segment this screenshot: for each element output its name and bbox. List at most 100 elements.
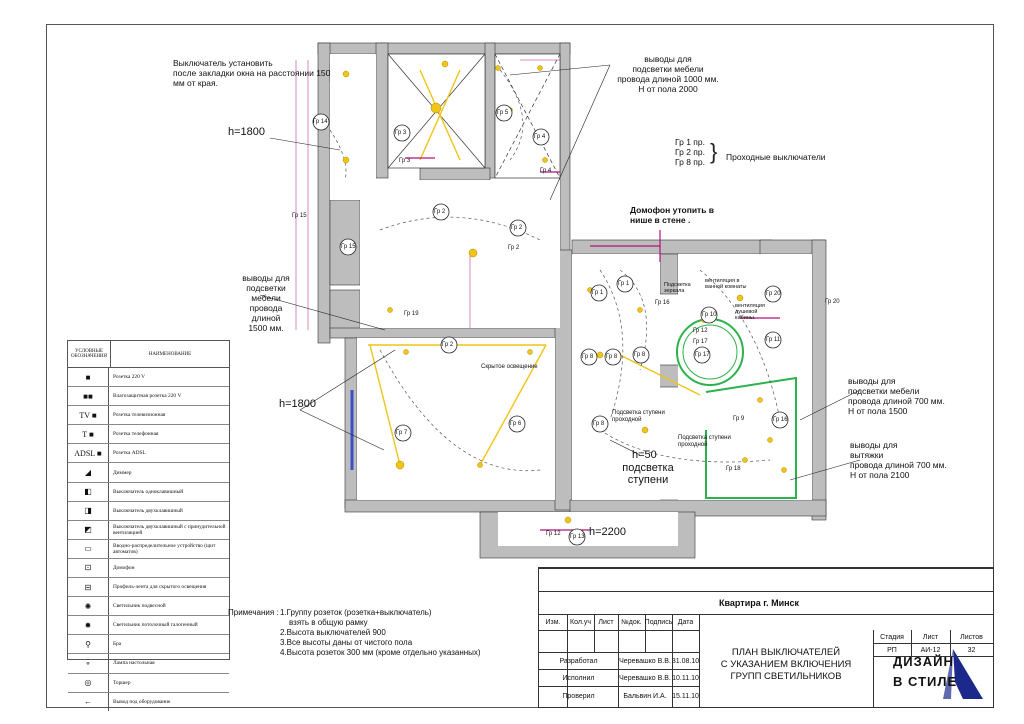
group-label: Гр 12 bbox=[693, 328, 708, 334]
hood-note: выводы для вытяжки провода длиной 700 мм… bbox=[850, 440, 947, 480]
logo-line2: В СТИЛЕ bbox=[893, 674, 958, 689]
height-label: h=50 bbox=[632, 449, 657, 461]
legend-name: Торшер bbox=[113, 679, 131, 686]
legend-row: ADSL ■Розетка ADSL bbox=[68, 444, 229, 464]
legend-row: ⊟Профиль-лента для скрытого освещения bbox=[68, 578, 229, 598]
legend-name: Бра bbox=[113, 641, 122, 648]
group-label: Гр 13 bbox=[570, 534, 585, 540]
legend-row: ←Вывод под оборудование bbox=[68, 692, 229, 711]
legend-symbol: ⊡ bbox=[68, 558, 109, 578]
group-label: Гр 9 bbox=[733, 416, 745, 422]
group-label: Гр 4 bbox=[540, 168, 552, 174]
col-header: Подпись bbox=[644, 619, 673, 626]
legend-name: Розетка 220 V bbox=[113, 374, 146, 381]
legend-symbol: ▭ bbox=[68, 539, 109, 558]
legend-name: Диммер bbox=[113, 469, 132, 476]
group-label: Гр 1 bbox=[592, 290, 604, 296]
legend-symbol: TV ■ bbox=[68, 406, 109, 425]
group-label: Гр 6 bbox=[510, 421, 522, 427]
legend-name: Выключатель одноклавишный bbox=[113, 488, 184, 495]
legend-row: ◩Выключатель двухклавишный с принудитель… bbox=[68, 520, 229, 540]
step-light-pass-2: Подсветка ступени проходной bbox=[678, 435, 731, 448]
col-header: Дата bbox=[677, 619, 694, 626]
name-executed: Черевашко В.В. bbox=[619, 674, 671, 682]
project-name: Квартира г. Минск bbox=[719, 598, 800, 608]
vent-bath-label: вентиляция в ванной комнаты bbox=[705, 278, 747, 290]
legend-symbol: ADSL ■ bbox=[68, 444, 109, 463]
legend-name: Розетка телевизионная bbox=[113, 412, 166, 419]
sheet-frame bbox=[46, 24, 994, 708]
vent-shower-label: вентиляция душевой кабины. bbox=[735, 303, 765, 321]
group-label: Гр 1 bbox=[618, 281, 630, 287]
pass-switch-list: Гр 1 пр. Гр 2 пр. Гр 8 пр. bbox=[675, 137, 705, 167]
date-checked: 15.11.10 bbox=[672, 693, 699, 700]
legend-row: ◨ Выключатель двухклавишный bbox=[68, 501, 229, 521]
legend-name: Светильник подвесной bbox=[113, 603, 166, 610]
legend-symbol: ■ bbox=[68, 368, 109, 387]
legend-header: УСЛОВНЫЕ ОБОЗНАЧЕНИЯ НАИМЕНОВАНИЕ bbox=[68, 341, 229, 368]
group-label: Гр 5 bbox=[497, 110, 509, 116]
sheet-label: Лист bbox=[922, 633, 939, 641]
legend-symbol: ◨ bbox=[68, 501, 109, 520]
group-label: Гр 15 bbox=[292, 213, 307, 219]
legend-symbol: ← bbox=[68, 692, 109, 711]
stage-label: Стадия bbox=[880, 633, 904, 641]
role-executed: Исполнил bbox=[562, 674, 595, 682]
group-label: Гр 11 bbox=[766, 337, 781, 343]
legend-row: ⚬Лампа настольная bbox=[68, 654, 229, 674]
group-label: Гр 16 bbox=[655, 300, 670, 306]
group-label: Гр 7 bbox=[396, 430, 408, 436]
group-label: Гр 14 bbox=[313, 119, 328, 125]
legend-row: T ■Розетка телефонная bbox=[68, 425, 229, 445]
name-checked: Бальвин И.А. bbox=[623, 693, 667, 700]
legend-row: ✺Светильник подвесной bbox=[68, 597, 229, 617]
group-label: Гр 20 bbox=[825, 299, 840, 305]
height-label: h=1800 bbox=[279, 398, 317, 410]
company-logo: ДИЗАЙН В СТИЛЕ bbox=[893, 644, 988, 702]
height-label: h=2200 bbox=[589, 526, 627, 538]
logo-line1: ДИЗАЙН bbox=[893, 654, 954, 669]
group-label: Гр 17 bbox=[695, 352, 710, 358]
group-label: Гр 8 bbox=[634, 352, 646, 358]
pass-switch-label: Проходные выключатели bbox=[726, 152, 826, 162]
group-label: Гр 2 bbox=[508, 245, 520, 251]
furniture-light-right-note: выводы для подсветки мебели провода длин… bbox=[848, 376, 945, 416]
legend-table: УСЛОВНЫЕ ОБОЗНАЧЕНИЯ НАИМЕНОВАНИЕ ■ Розет… bbox=[67, 340, 230, 711]
title-block: Квартира г. Минск Изм. Кол.уч Лист №док.… bbox=[538, 567, 994, 708]
group-label: Гр 10 bbox=[702, 312, 717, 318]
group-label: Гр 17 bbox=[693, 339, 708, 345]
legend-row: ■ Розетка 220 V bbox=[68, 368, 229, 388]
legend-row: ◢ Диммер bbox=[68, 463, 229, 483]
group-label: Гр 2 bbox=[434, 209, 446, 215]
group-label: Гр 12 bbox=[546, 531, 561, 537]
switch-note: Выключатель установить после закладки ок… bbox=[173, 58, 331, 88]
mirror-light-label: Подсветка зеркала bbox=[664, 282, 691, 294]
furniture-light-note: выводы для подсветки мебели провода длин… bbox=[617, 54, 719, 94]
legend-symbol: ✹ bbox=[68, 616, 109, 635]
group-label: Гр 18 bbox=[726, 466, 741, 472]
legend-symbol: ⚬ bbox=[68, 654, 109, 673]
group-label: Гр 20 bbox=[766, 291, 781, 297]
col-header: №док. bbox=[621, 619, 642, 626]
legend-row: ▭Вводно-распределительное устройство (щи… bbox=[68, 539, 229, 559]
step-light-label: подсветка ступени bbox=[622, 462, 674, 486]
legend-symbol: ◢ bbox=[68, 463, 109, 482]
sheets-label: Листов bbox=[960, 633, 983, 641]
legend-row: ✹ Светильник потолочный галогенный bbox=[68, 616, 229, 636]
legend-name: Светильник потолочный галогенный bbox=[113, 622, 198, 629]
group-label: Гр 8 bbox=[593, 421, 605, 427]
group-label: Гр 16 bbox=[773, 417, 788, 423]
legend-name: Розетка телефонная bbox=[113, 431, 159, 438]
group-label: Гр 4 bbox=[534, 134, 546, 140]
legend-name: Домофон bbox=[113, 564, 135, 571]
group-label: Гр 8 bbox=[606, 354, 618, 360]
legend-symbol: ■■ bbox=[68, 387, 109, 406]
col-header: Лист bbox=[598, 619, 614, 626]
legend-symbol: ◧ bbox=[68, 482, 109, 501]
group-label: Гр 3 bbox=[399, 158, 411, 164]
legend-name: Выключатель двухклавишный bbox=[113, 507, 183, 514]
hidden-light-label: Скрытое освещение bbox=[481, 364, 538, 370]
sheet-title: ПЛАН ВЫКЛЮЧАТЕЛЕЙ С УКАЗАНИЕМ ВКЛЮЧЕНИЯ … bbox=[720, 646, 852, 682]
group-label: Гр 19 bbox=[404, 311, 419, 317]
